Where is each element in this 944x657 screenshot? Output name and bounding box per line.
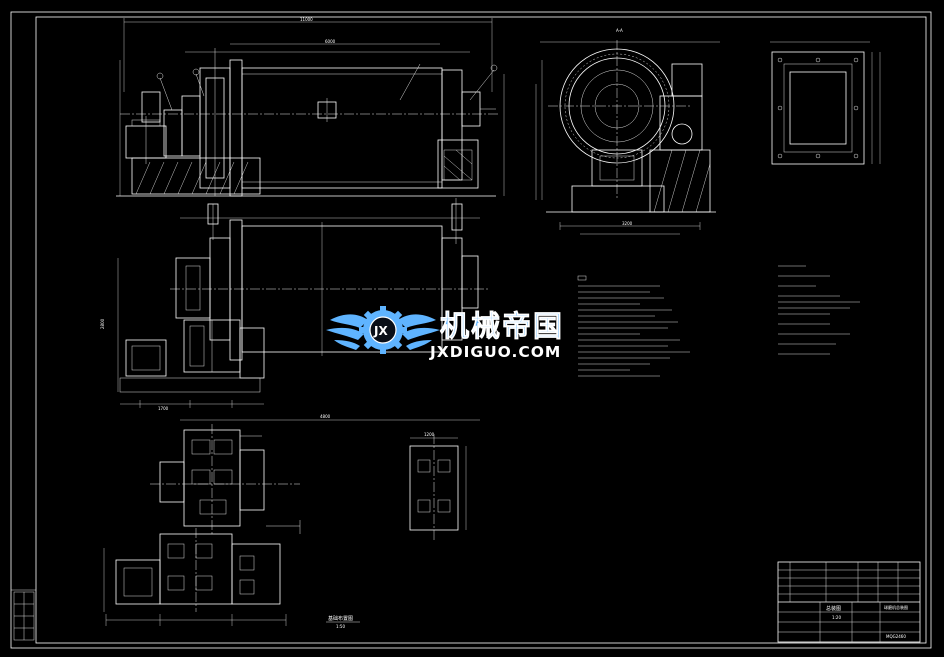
svg-text:JX: JX (373, 324, 388, 338)
watermark-en-text: JXDIGUO.COM (429, 343, 561, 361)
dim-plan-height: 2800 (100, 318, 105, 329)
dim-top-overall: 11000 (300, 17, 313, 22)
watermark-wings-logo: JX (326, 306, 440, 354)
foundation-plan-view: 4800 1200 (103, 414, 480, 629)
title-block: 总装图 1:20 球磨机总装图 MQG2460 (777, 561, 921, 643)
foundation-scale: 1:50 (336, 624, 345, 629)
dim-pad-width: 1200 (424, 432, 435, 437)
base-hatch (135, 161, 249, 195)
watermark-cn-text: 机械帝国 (440, 309, 564, 343)
bolt-holes (777, 57, 859, 159)
technical-notes-center (577, 275, 690, 377)
plan-view: 2800 1700 (100, 198, 490, 411)
title-block-scale: 1:20 (832, 615, 841, 620)
detail-flange-view (770, 41, 881, 165)
dim-plan-length: 4800 (320, 414, 331, 419)
front-elevation-view: 11000 6000 (116, 17, 505, 197)
section-aa-view: A-A 3200 (535, 28, 720, 235)
watermark: JX 机械帝国 JXDIGUO.COM (326, 306, 564, 361)
dim-gear-width: 1700 (158, 406, 169, 411)
title-block-part: 球磨机总装图 (884, 604, 908, 610)
section-aa-label: A-A (616, 28, 623, 33)
dim-aa-base: 3200 (622, 221, 633, 226)
dim-shell-length: 6000 (325, 39, 336, 44)
drawing-frame (10, 11, 932, 649)
title-block-title: 总装图 (826, 605, 841, 612)
foundation-label: 基础布置图 (328, 615, 353, 622)
title-block-drawing-no: MQG2460 (886, 634, 906, 639)
technical-notes-right (778, 265, 860, 355)
